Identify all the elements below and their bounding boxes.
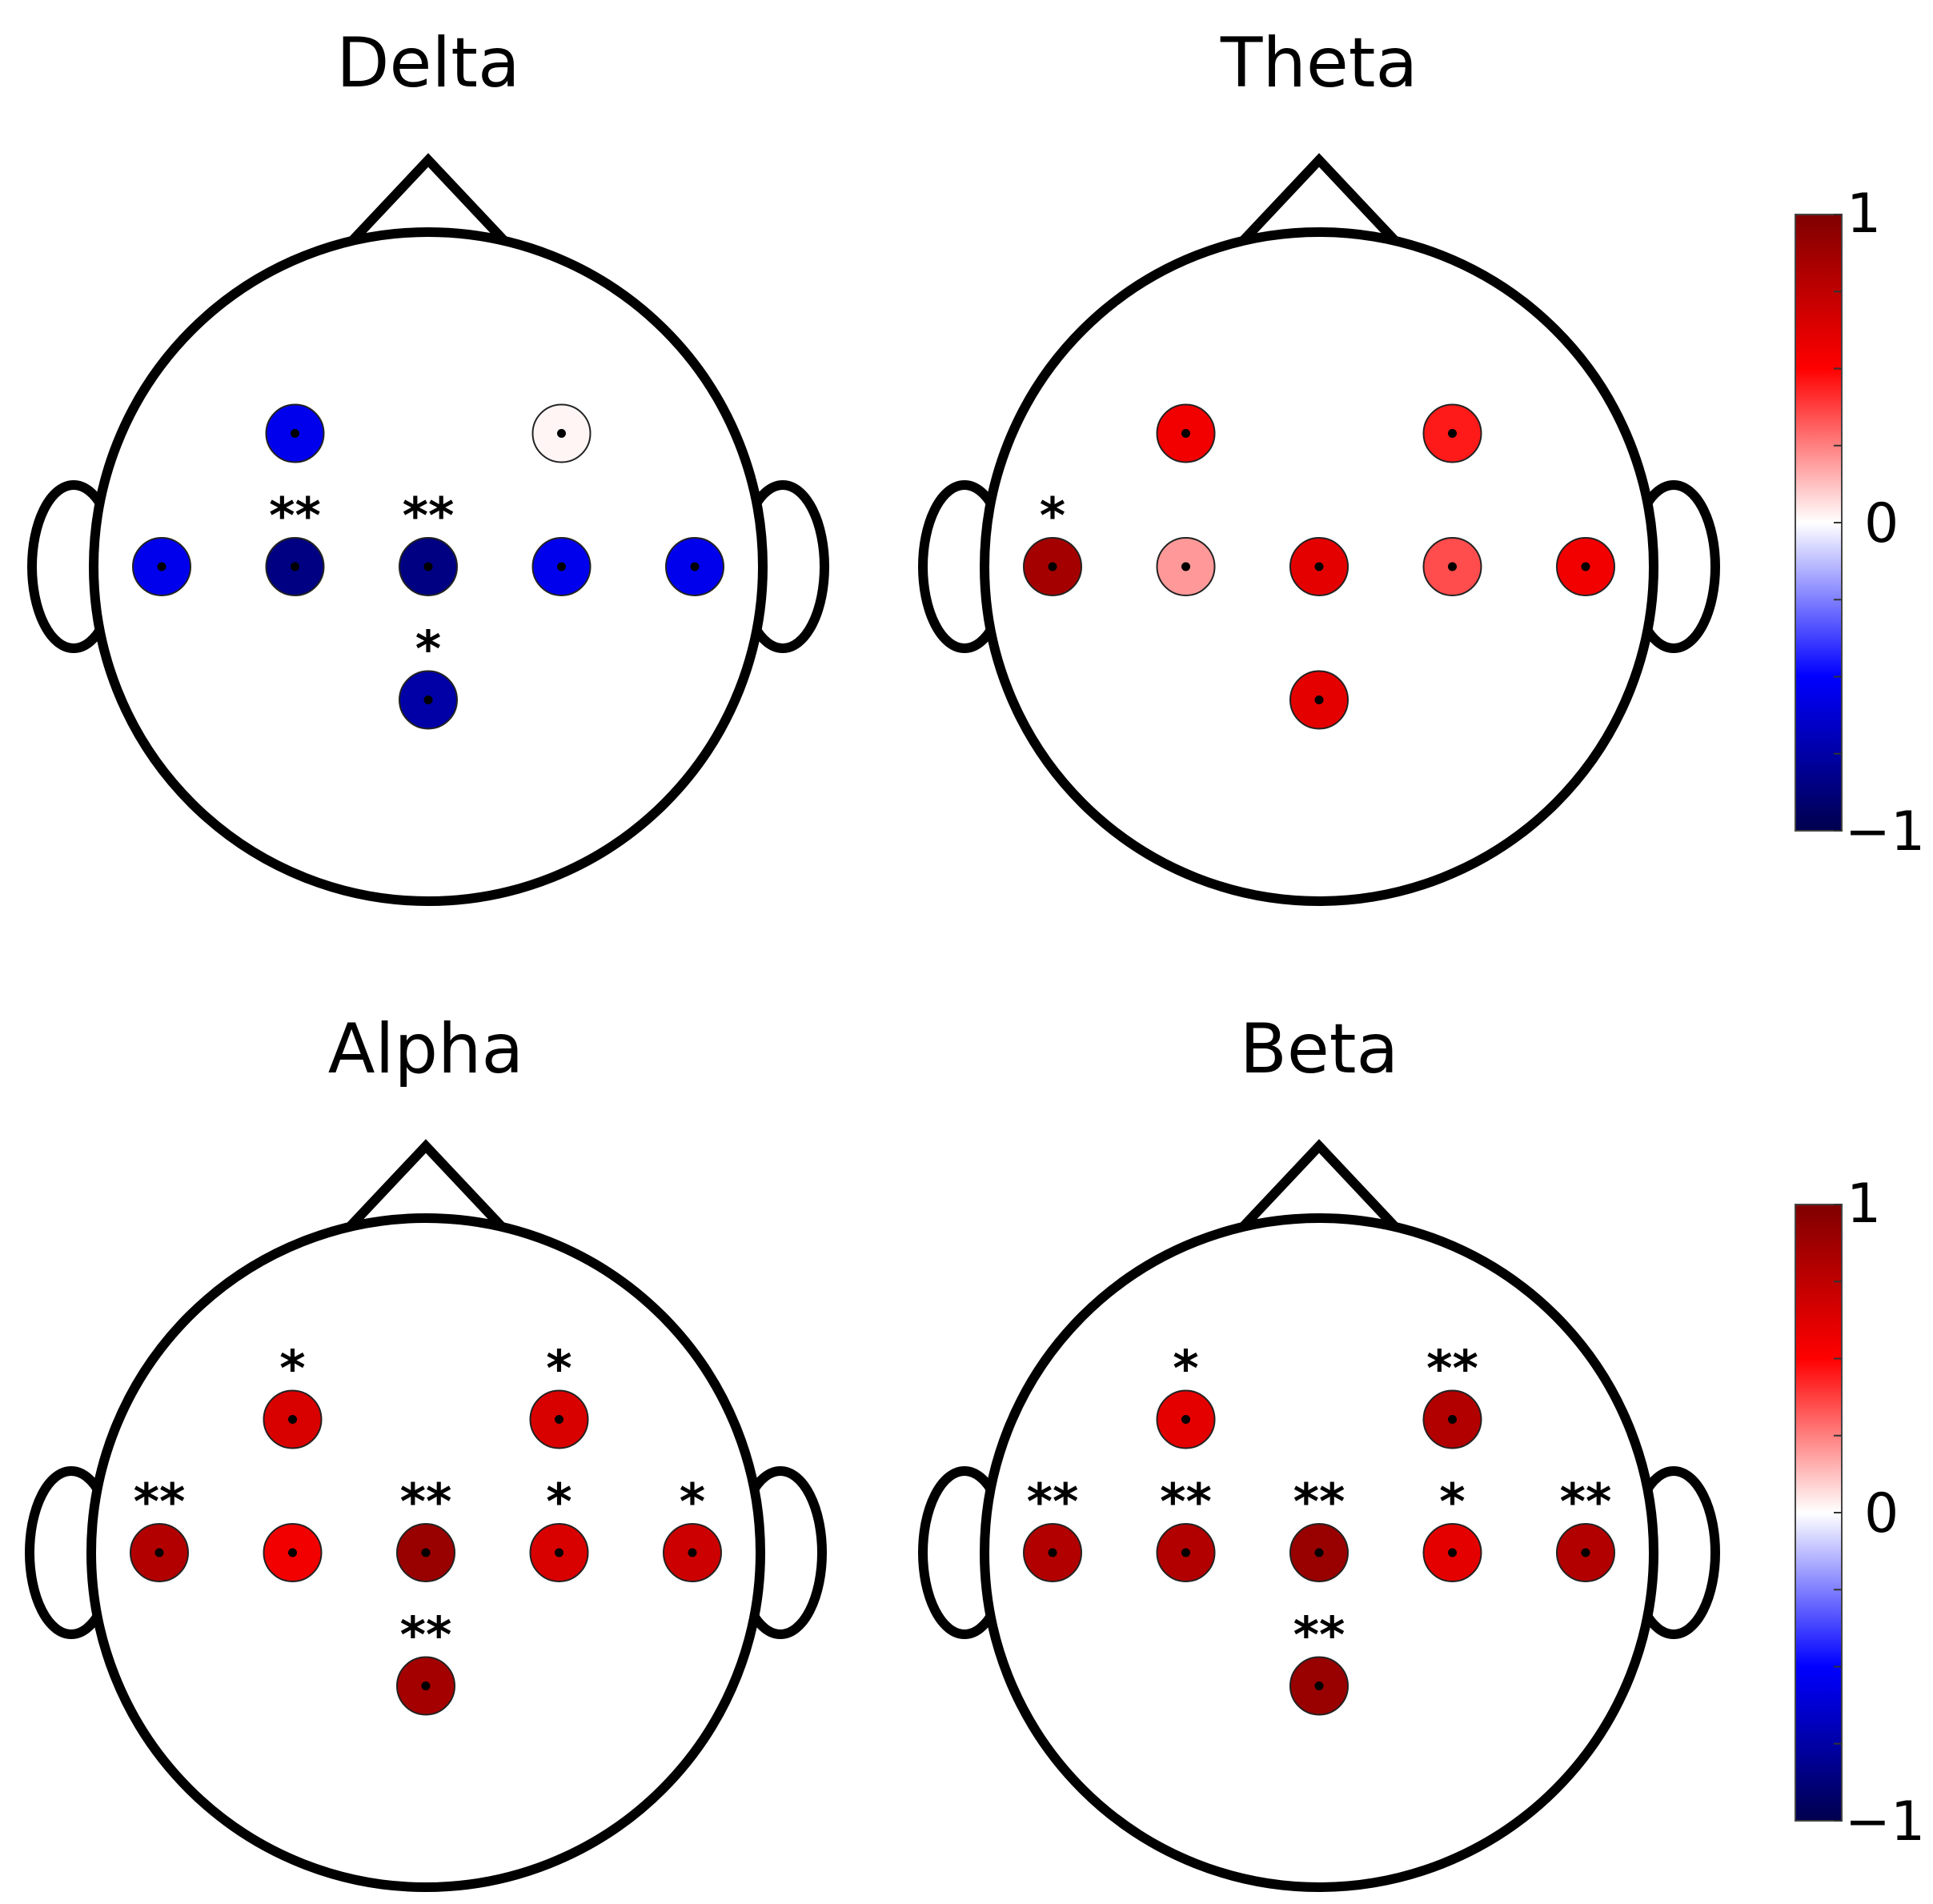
significance-marker: ** <box>400 1606 452 1665</box>
colorbar-tick-label: −1 <box>1845 800 1925 864</box>
electrode-center-dot <box>1581 562 1590 571</box>
electrode-center-dot <box>1448 562 1457 571</box>
electrode-center-dot <box>557 429 566 438</box>
nose-outline <box>1237 153 1401 247</box>
significance-marker: * <box>415 620 441 679</box>
electrode-center-dot <box>421 1682 431 1690</box>
electrode-center-dot <box>1048 562 1057 571</box>
panel-delta: Delta***** <box>27 23 829 906</box>
colorbar-tick-label: 1 <box>1847 1172 1881 1236</box>
electrode-center-dot <box>1581 1548 1590 1557</box>
electrode-center-dot <box>1314 562 1324 571</box>
electrode-center-dot <box>288 1548 297 1557</box>
significance-marker: * <box>680 1473 705 1531</box>
electrode-center-dot <box>291 562 299 571</box>
electrode-center-dot <box>423 695 433 704</box>
significance-marker: ** <box>1027 1473 1079 1531</box>
significance-marker: * <box>1173 1340 1198 1398</box>
panel-theta: Theta * <box>918 23 1720 906</box>
colorbar-tick-label: −1 <box>1845 1790 1925 1854</box>
panel-alpha: Alpha********** <box>25 1009 827 1892</box>
electrode-center-dot <box>1448 1415 1457 1424</box>
electrode-center-dot <box>1181 1548 1190 1557</box>
significance-marker: ** <box>134 1473 186 1531</box>
colorbars-group: 1 0 −1 1 0 −1 <box>1795 182 1925 1854</box>
significance-marker: * <box>279 1340 305 1398</box>
electrode-center-dot <box>557 562 566 571</box>
nose-outline <box>1237 1139 1401 1233</box>
significance-marker: * <box>1439 1473 1465 1531</box>
electrode-center-dot <box>421 1548 431 1557</box>
electrode-center-dot <box>1314 695 1324 704</box>
electrode-center-dot <box>688 1548 697 1557</box>
nose-outline <box>344 1139 507 1233</box>
electrode-center-dot <box>555 1548 563 1557</box>
electrode-center-dot <box>1448 429 1457 438</box>
nose-outline <box>347 153 510 247</box>
electrode-center-dot <box>288 1415 297 1424</box>
significance-marker: * <box>1040 487 1065 545</box>
panel-title: Theta <box>1220 23 1418 103</box>
significance-marker: * <box>546 1473 571 1531</box>
electrode-center-dot <box>1448 1548 1457 1557</box>
panel-title: Delta <box>336 23 519 103</box>
colorbar-tick-label: 0 <box>1864 492 1899 555</box>
electrode-center-dot <box>291 429 299 438</box>
panel-title: Beta <box>1240 1009 1398 1089</box>
colorbar: 1 0 −1 <box>1795 1172 1925 1854</box>
panels-group: Delta*****Theta*Alpha**********Beta*****… <box>25 23 1720 1892</box>
significance-marker: ** <box>1426 1340 1478 1398</box>
colorbar: 1 0 −1 <box>1795 182 1925 864</box>
electrode-center-dot <box>1314 1548 1324 1557</box>
electrode-center-dot <box>1181 1415 1190 1424</box>
significance-marker: ** <box>400 1473 452 1531</box>
electrode-center-dot <box>1181 562 1190 571</box>
electrode-center-dot <box>690 562 700 571</box>
significance-marker: * <box>546 1340 571 1398</box>
electrode-center-dot <box>1181 429 1190 438</box>
electrode-center-dot <box>555 1415 563 1424</box>
panel-beta: Beta************** <box>918 1009 1720 1892</box>
panel-title: Alpha <box>328 1009 524 1089</box>
significance-marker: ** <box>403 487 455 545</box>
electrode-center-dot <box>1048 1548 1057 1557</box>
colorbar-tick-label: 0 <box>1864 1482 1899 1545</box>
significance-marker: ** <box>1160 1473 1212 1531</box>
electrode-center-dot <box>1314 1682 1324 1690</box>
electrode-center-dot <box>154 1548 164 1557</box>
colorbar-gradient <box>1795 1204 1843 1822</box>
electrode-center-dot <box>423 562 433 571</box>
significance-marker: ** <box>1560 1473 1612 1531</box>
electrode-center-dot <box>157 562 166 571</box>
significance-marker: ** <box>269 487 321 545</box>
colorbar-tick-label: 1 <box>1847 182 1881 246</box>
significance-marker: ** <box>1293 1473 1345 1531</box>
significance-marker: ** <box>1293 1606 1345 1665</box>
